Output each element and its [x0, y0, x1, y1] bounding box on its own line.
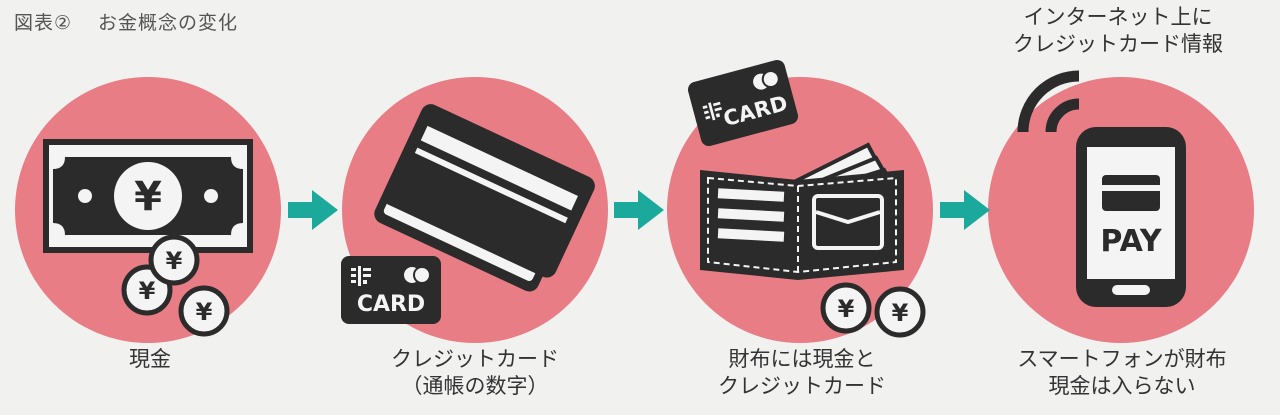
- label-line1: 財布には現金と: [728, 347, 876, 371]
- svg-text:PAY: PAY: [1100, 224, 1163, 259]
- card-brand-icon: [404, 266, 431, 284]
- arrow-right-icon: [940, 190, 990, 230]
- figure-number: 図表②: [14, 12, 73, 34]
- arrow-right-icon: [614, 190, 664, 230]
- card-badge-tilted: CARD: [686, 58, 800, 148]
- top-label-line2: クレジットカード情報: [1013, 32, 1223, 56]
- label-line2: （通帳の数字）: [401, 374, 549, 398]
- chip-icon: [351, 266, 371, 286]
- svg-text:¥: ¥: [166, 247, 183, 275]
- svg-text:¥: ¥: [139, 277, 156, 305]
- stage-label-smartphone: スマートフォンが財布 現金は入らない: [972, 346, 1272, 400]
- label-line2: 現金は入らない: [1048, 374, 1196, 398]
- label-line1: スマートフォンが財布: [1017, 347, 1227, 371]
- chip-icon: [702, 101, 722, 121]
- figure-title: 図表② お金概念の変化: [14, 8, 238, 35]
- svg-text:¥: ¥: [838, 295, 855, 323]
- card-brand-icon: [753, 70, 780, 90]
- yen-coins-icon: ¥¥: [820, 282, 926, 338]
- stage-label-credit-card: クレジットカード （通帳の数字）: [325, 346, 625, 400]
- svg-text:¥: ¥: [134, 174, 162, 220]
- internet-card-info-label: インターネット上に クレジットカード情報: [968, 4, 1268, 58]
- svg-text:¥: ¥: [892, 299, 909, 327]
- wallet-icon: [700, 142, 904, 280]
- svg-text:¥: ¥: [196, 298, 213, 326]
- smartphone-icon: PAY: [1076, 127, 1186, 307]
- arrow-right-icon: [288, 190, 338, 230]
- label-line2: クレジットカード: [718, 374, 886, 398]
- banknote-icon: ¥: [43, 139, 253, 253]
- yen-coins-icon: ¥ ¥ ¥: [121, 234, 230, 337]
- card-badge: CARD: [341, 256, 441, 324]
- stage-label-wallet: 財布には現金と クレジットカード: [652, 346, 952, 400]
- label-line1: クレジットカード: [391, 347, 559, 371]
- top-label-line1: インターネット上に: [1023, 5, 1213, 29]
- stage-label-cash: 現金: [0, 346, 300, 373]
- card-badge-text: CARD: [356, 292, 426, 317]
- credit-cards-icon: [374, 104, 595, 292]
- figure-title-text: お金概念の変化: [98, 12, 239, 34]
- label-line1: 現金: [129, 347, 171, 371]
- wireless-signal-icon: [1017, 70, 1080, 133]
